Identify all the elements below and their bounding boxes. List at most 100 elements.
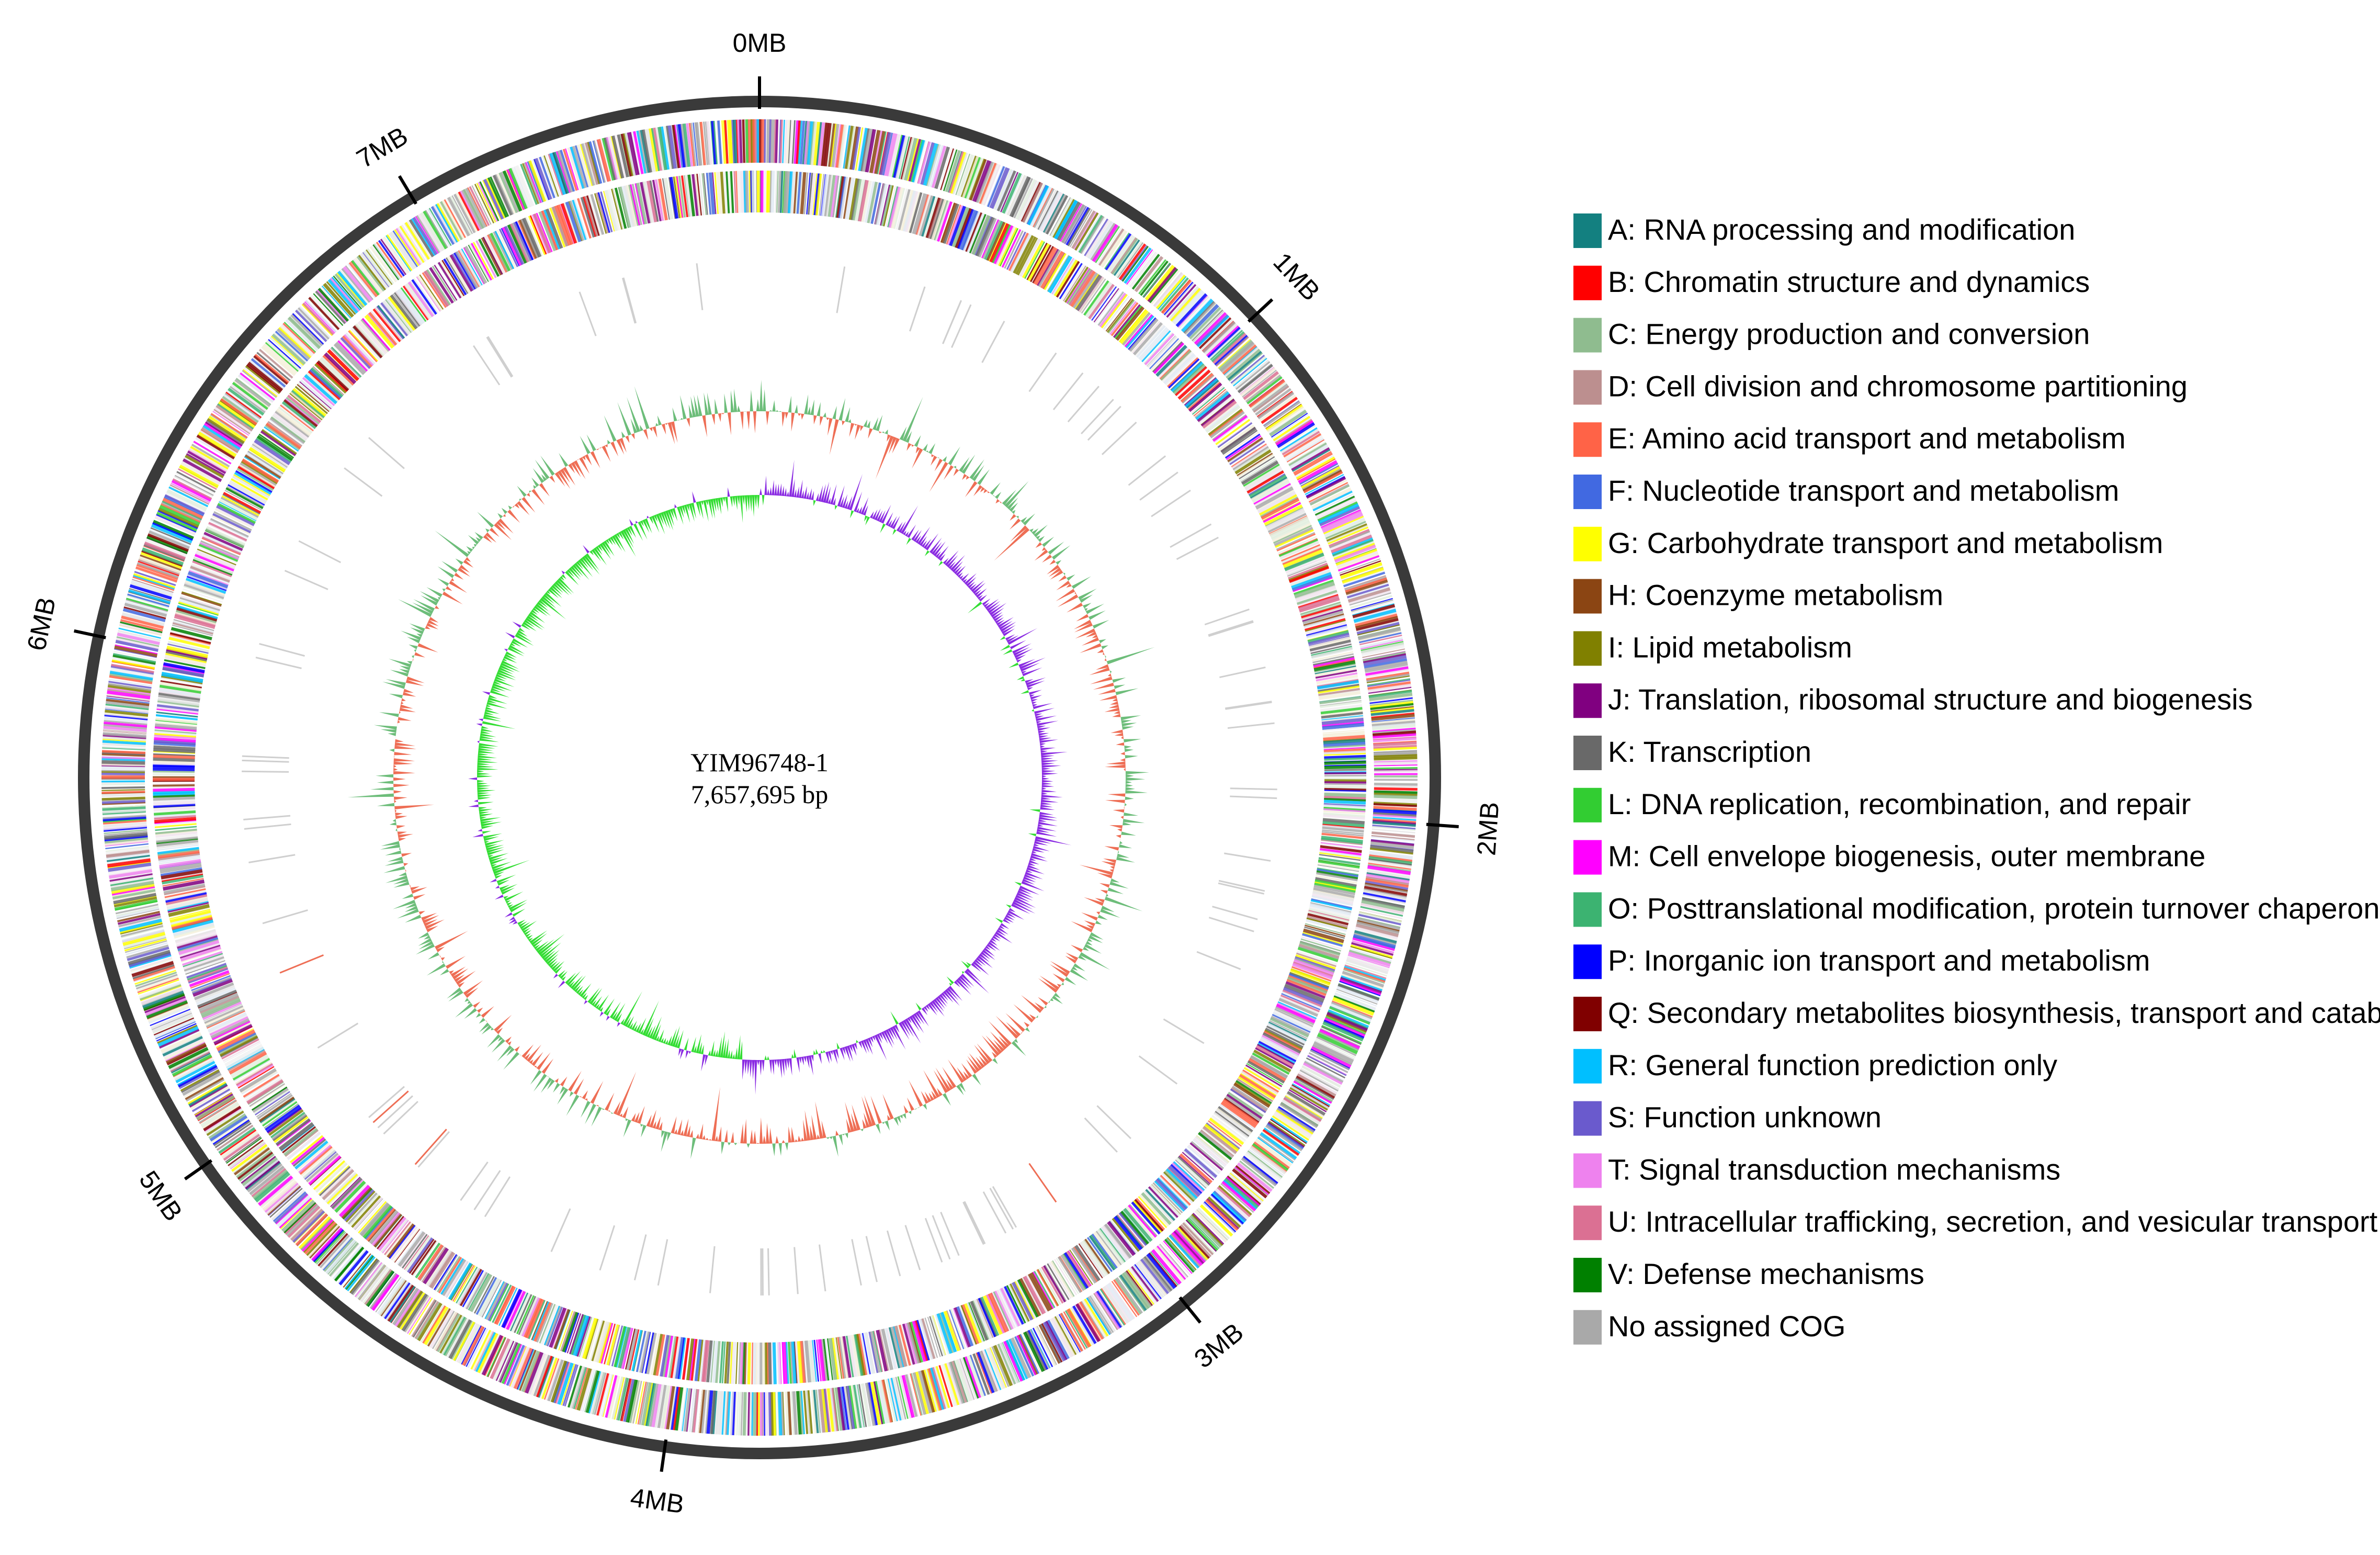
cds-stripe: [875, 183, 886, 225]
cds-stripe: [347, 263, 376, 298]
cds-stripe: [477, 1333, 498, 1373]
cds-stripe: [1063, 1252, 1089, 1289]
cds-stripe: [1343, 571, 1386, 588]
cds-stripe: [1030, 244, 1052, 283]
rna-feature: [992, 1186, 1017, 1228]
cds-stripe: [1197, 393, 1232, 423]
cds-stripe: [275, 1118, 311, 1146]
cds-stripe: [1163, 1240, 1193, 1274]
cds-stripe: [511, 167, 529, 208]
cds-stripe: [266, 1106, 302, 1133]
gc-content-bar: [602, 445, 611, 462]
cds-stripe: [1027, 1273, 1050, 1312]
gc-content-bar: [992, 1058, 998, 1064]
cds-stripe: [653, 1384, 664, 1428]
cds-stripe: [269, 1188, 303, 1218]
gc-skew-bar: [971, 580, 984, 592]
cds-stripe: [1195, 391, 1230, 421]
gc-content-bar: [772, 1143, 776, 1156]
gc-skew-bar: [477, 782, 488, 785]
cds-stripe: [801, 1340, 807, 1383]
gc-skew-bar: [1005, 904, 1012, 908]
cds-stripe: [293, 312, 325, 344]
cds-stripe: [498, 172, 518, 213]
gc-content-bar: [507, 1041, 512, 1046]
cds-stripe: [978, 1350, 998, 1393]
cds-stripe: [924, 1369, 938, 1412]
cds-stripe: [110, 877, 154, 888]
cds-stripe: [1237, 1162, 1273, 1192]
cds-stripe: [1197, 315, 1230, 347]
cds-stripe: [620, 1378, 631, 1421]
gc-skew-bar: [842, 1046, 846, 1055]
gc-content-bar: [385, 875, 408, 883]
cds-stripe: [614, 187, 627, 229]
cds-stripe: [992, 224, 1012, 264]
cds-stripe: [190, 973, 230, 989]
cds-stripe: [357, 1264, 387, 1301]
cds-stripe: [1172, 1161, 1205, 1192]
gc-skew-bar: [915, 1002, 922, 1011]
gc-content-bar: [396, 825, 406, 829]
gc-content-bar: [1011, 510, 1016, 514]
rna-feature: [242, 770, 289, 773]
cds-stripe: [336, 272, 366, 307]
cds-stripe: [1204, 323, 1238, 356]
cds-stripe: [640, 182, 652, 224]
cds-stripe: [1313, 657, 1355, 669]
cds-stripe: [501, 1289, 522, 1328]
cds-stripe: [302, 1149, 336, 1179]
gc-content-bar: [454, 572, 464, 580]
gc-content-bar: [912, 448, 923, 469]
cds-stripe: [370, 310, 399, 344]
gc-content-bar: [1101, 906, 1115, 912]
rna-feature: [1230, 795, 1277, 799]
gc-content-bar: [605, 444, 608, 448]
cds-stripe: [207, 1112, 245, 1137]
cds-stripe: [1097, 1290, 1123, 1327]
cds-stripe: [248, 447, 286, 473]
gc-content-bar: [868, 428, 873, 439]
cds-stripe: [1074, 274, 1100, 310]
cds-stripe: [966, 1302, 984, 1343]
cds-stripe: [900, 1324, 913, 1366]
rna-feature: [368, 437, 405, 469]
cds-stripe: [249, 1165, 284, 1195]
cds-stripe: [644, 1332, 654, 1374]
cds-stripe: [359, 320, 389, 353]
cds-stripe: [575, 1315, 590, 1357]
cds-stripe: [305, 299, 337, 333]
cds-stripe: [157, 1024, 198, 1044]
gc-skew-bar: [678, 1048, 682, 1056]
cds-stripe: [492, 1339, 512, 1380]
cds-stripe: [177, 1064, 217, 1086]
cds-stripe: [448, 1319, 472, 1359]
cds-stripe: [245, 1077, 282, 1102]
cds-stripe: [973, 1299, 993, 1339]
cds-stripe: [1252, 1143, 1289, 1171]
cds-stripe: [1296, 1075, 1335, 1099]
cds-stripe: [153, 785, 195, 788]
gc-content-bar: [623, 1119, 631, 1137]
cds-stripe: [606, 137, 618, 180]
cds-stripe: [626, 185, 638, 227]
cds-stripe: [976, 217, 995, 257]
cds-stripe: [787, 171, 794, 213]
cds-stripe: [202, 1104, 240, 1129]
cds-stripe: [838, 1387, 847, 1430]
gc-skew-bar: [996, 619, 1005, 626]
cds-stripe: [216, 404, 254, 432]
gc-content-bar: [426, 963, 446, 976]
cds-stripe: [569, 1366, 585, 1408]
cds-stripe: [1083, 1238, 1110, 1275]
cds-stripe: [489, 1283, 509, 1322]
cds-stripe: [677, 1387, 685, 1431]
cds-stripe: [960, 1305, 977, 1345]
cds-stripe: [1168, 358, 1200, 389]
gc-skew-bar: [478, 750, 495, 753]
gc-content-bar: [479, 1022, 490, 1032]
cds-stripe: [153, 810, 196, 816]
cds-stripe: [1273, 1113, 1311, 1139]
cds-stripe: [212, 513, 252, 534]
cds-stripe: [196, 550, 236, 569]
